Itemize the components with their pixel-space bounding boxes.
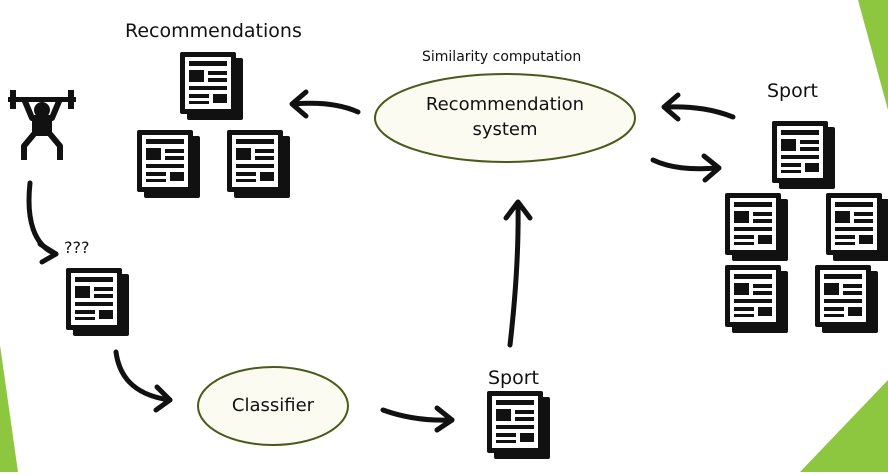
arrow-icon <box>434 405 455 433</box>
newspaper-icon <box>725 265 788 333</box>
newspaper-icon <box>487 391 550 459</box>
sport-cluster-label: Sport <box>767 80 819 102</box>
recommendations-label: Recommendations <box>125 20 302 42</box>
arrow-icon <box>507 201 521 348</box>
newspaper-icon <box>815 265 878 333</box>
arrow-icon <box>650 157 721 172</box>
newspaper-icon <box>772 121 835 189</box>
arrow-icon <box>503 199 533 221</box>
recommendation-system-node <box>374 73 636 163</box>
recommendation-system-line2: system <box>472 119 538 140</box>
weightlifter-icon <box>8 90 76 160</box>
arrow-icon <box>701 153 722 183</box>
arrow-icon <box>37 241 59 265</box>
classifier-text: Classifier <box>231 395 315 416</box>
classifier-node <box>197 366 349 446</box>
accent-top-right <box>858 0 888 110</box>
accent-bottom-left <box>0 345 18 472</box>
sport-articles <box>725 121 888 333</box>
arrow-icon <box>153 384 173 413</box>
accent-bottom-right <box>800 380 888 472</box>
similarity-computation-label: Similarity computation <box>422 49 582 65</box>
unknown-category-label: ??? <box>64 238 90 257</box>
recommendation-system-text: Recommendation system <box>380 92 630 142</box>
arrow-icon <box>113 349 173 403</box>
newspaper-icon <box>227 130 290 198</box>
newspaper-icon <box>725 193 788 261</box>
arrow-icon <box>289 89 309 119</box>
newspaper-icon <box>180 52 243 120</box>
newspaper-icon <box>66 268 129 336</box>
arrow-icon <box>661 92 681 122</box>
classified-sport-label: Sport <box>488 367 540 389</box>
recommendation-system-line1: Recommendation <box>425 94 585 115</box>
arrow-icon <box>380 407 455 423</box>
newspaper-icon <box>137 130 200 198</box>
arrow-icon <box>291 100 361 115</box>
arrow-icon <box>663 104 736 120</box>
newspaper-icon <box>826 193 888 261</box>
recommended-articles <box>137 52 290 198</box>
